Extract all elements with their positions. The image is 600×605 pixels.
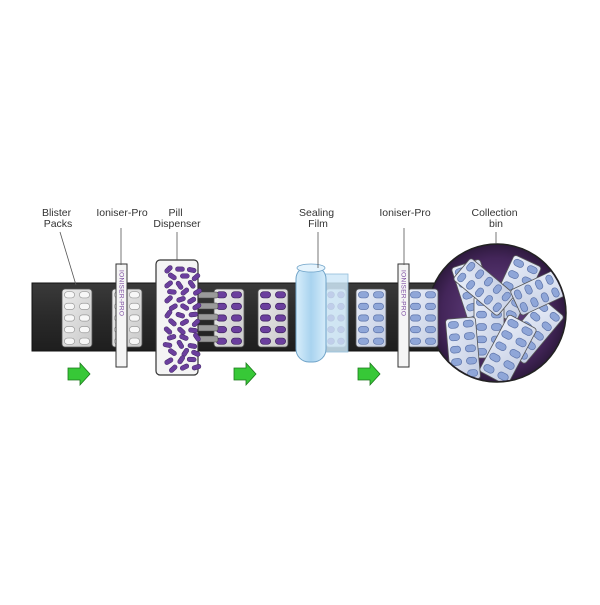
flow-arrow-icon [67, 361, 91, 387]
label-ioniser-2: Ioniser-Pro [379, 207, 431, 219]
conveyor-belt [31, 282, 461, 352]
pill [187, 296, 197, 305]
pill [175, 312, 185, 319]
pill [193, 332, 201, 342]
pill [187, 343, 198, 349]
flow-arrow-icon [357, 361, 381, 387]
pill [191, 318, 201, 328]
pill [175, 266, 185, 272]
label-collection-bin: Collection bin [471, 207, 520, 230]
pill [164, 309, 173, 319]
pill [187, 279, 196, 289]
pill [176, 296, 186, 303]
pill [167, 272, 177, 281]
pill [164, 280, 173, 289]
blister-pack [453, 258, 515, 316]
pill [164, 295, 173, 304]
pill [176, 339, 185, 349]
leader-blister-packs [59, 231, 77, 286]
blister-pack [445, 316, 481, 381]
pill [188, 311, 199, 318]
svg-text:IONISER-PRO: IONISER-PRO [118, 270, 125, 316]
pill [180, 273, 190, 279]
dispenser-nozzle [195, 313, 219, 321]
label-sealing-film: Sealing Film [299, 207, 337, 230]
pill [169, 364, 178, 373]
blister-pack [61, 288, 93, 348]
pill [164, 357, 174, 365]
svg-text:IONISER-PRO: IONISER-PRO [400, 270, 407, 316]
pill [179, 334, 189, 341]
pill [168, 318, 177, 327]
pill [167, 289, 177, 295]
pill [179, 318, 189, 326]
pill [186, 356, 197, 363]
label-pill-dispenser: Pill Dispenser [153, 207, 201, 230]
pill [163, 326, 173, 335]
pill [162, 342, 173, 348]
ioniser-bar-2: IONISER-PRO [397, 263, 410, 368]
label-blister-packs: Blister Packs [42, 207, 74, 230]
pill [193, 288, 202, 296]
ioniser-bar-1: IONISER-PRO [115, 263, 128, 368]
pill [192, 302, 202, 311]
pill [191, 349, 201, 357]
blister-pack [479, 314, 537, 381]
pill [186, 267, 197, 273]
pill [180, 303, 190, 311]
sealing-film-roller [295, 263, 349, 363]
pill [166, 334, 177, 341]
pill [180, 287, 190, 296]
pill [188, 327, 198, 334]
blister-pack [407, 288, 439, 348]
pill [175, 280, 184, 290]
flow-arrow-icon [233, 361, 257, 387]
blister-pack [355, 288, 387, 348]
pill [177, 326, 186, 335]
dispenser-nozzle [195, 324, 219, 332]
collection-bin [427, 243, 567, 383]
pill [168, 348, 177, 356]
pill [164, 265, 173, 274]
blister-pack [213, 288, 245, 348]
label-ioniser-1: Ioniser-Pro [96, 207, 148, 219]
pill [177, 355, 185, 365]
pill [179, 363, 190, 371]
pill [191, 273, 201, 282]
pill-dispenser [155, 259, 219, 376]
pill [191, 364, 202, 371]
blister-pack [257, 288, 289, 348]
